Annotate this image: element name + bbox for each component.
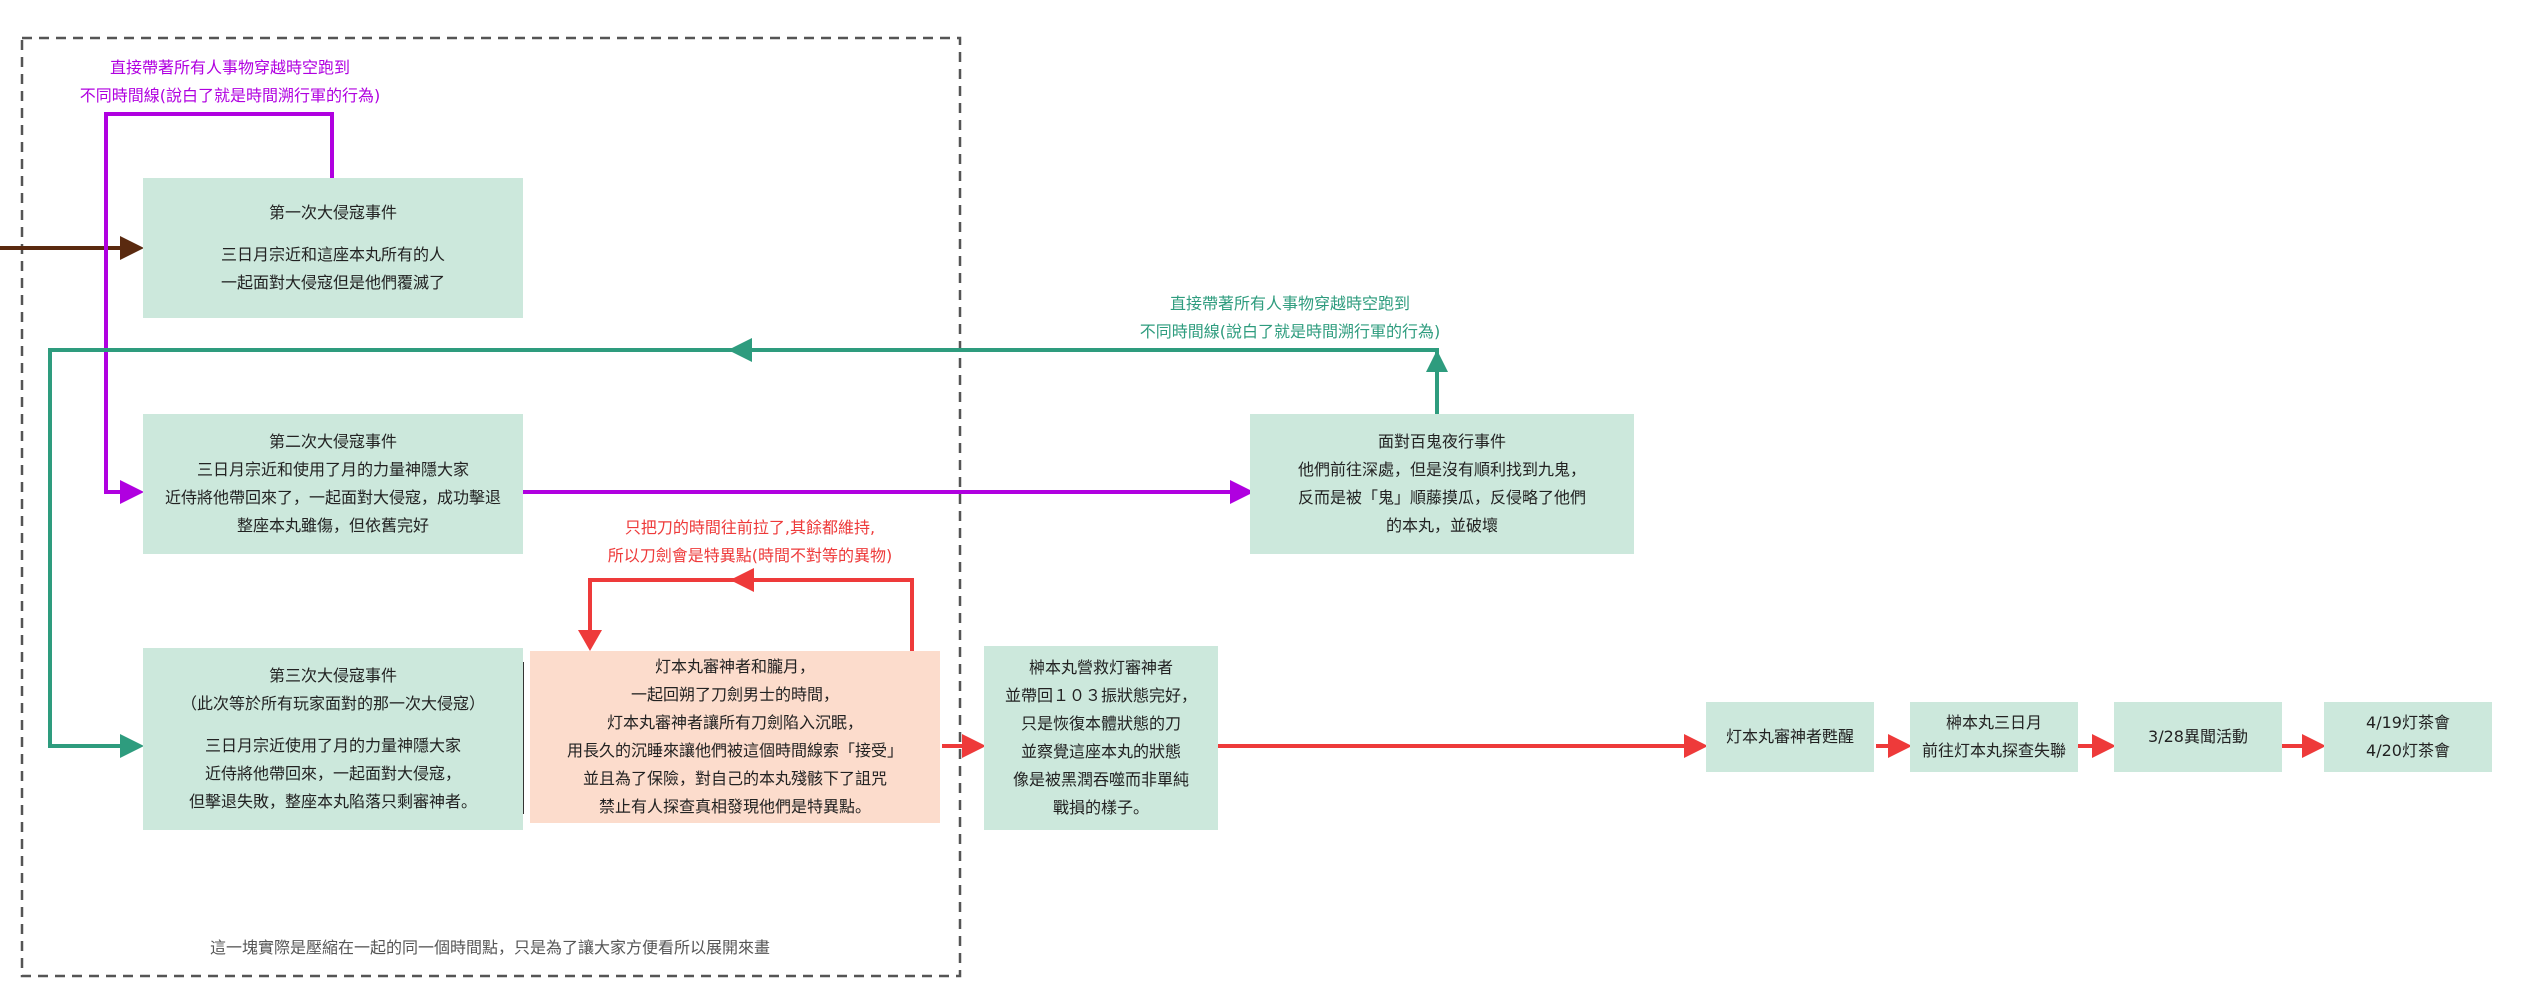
red-loop-arrow xyxy=(578,568,914,651)
second-invasion-title: 第二次大侵寇事件 xyxy=(268,432,397,451)
mikazuki-investigate-body: 榊本丸三日月 前往灯本丸探查失聯 xyxy=(1921,713,2066,760)
third-invasion-box: 第三次大侵寇事件 （此次等於所有玩家面對的那一次大侵寇） 三日月宗近使用了月的力… xyxy=(143,648,523,830)
hyakki-event-box: 面對百鬼夜行事件 他們前往深處，但是沒有順利找到九鬼， 反而是被「鬼」順藤摸瓜，… xyxy=(1250,414,1634,554)
first-invasion-body: 三日月宗近和這座本丸所有的人 一起面對大侵寇但是他們覆滅了 xyxy=(220,245,445,292)
third-invasion-subtitle: （此次等於所有玩家面對的那一次大侵寇） xyxy=(180,694,485,713)
lantern-rewind-body: 灯本丸審神者和朧月， 一起回朔了刀劍男士的時間， 灯本丸審神者讓所有刀劍陷入沉眠… xyxy=(566,657,903,816)
dashed-group-frame xyxy=(20,36,962,978)
purple-loop-arrow xyxy=(104,112,334,504)
third-invasion-title: 第三次大侵寇事件 xyxy=(268,666,397,685)
purple-loop-note: 直接帶著所有人事物穿越時空跑到 不同時間線(說白了就是時間溯行軍的行為) xyxy=(79,58,381,105)
second-invasion-box: 第二次大侵寇事件 三日月宗近和使用了月的力量神隱大家 近侍將他帶回來了，一起面對… xyxy=(143,414,523,554)
first-invasion-title: 第一次大侵寇事件 xyxy=(268,203,397,222)
saniwa-awake-body: 灯本丸審神者甦醒 xyxy=(1725,727,1854,746)
hyakki-event-title: 面對百鬼夜行事件 xyxy=(1377,432,1506,451)
first-invasion-box: 第一次大侵寇事件 三日月宗近和這座本丸所有的人 一起面對大侵寇但是他們覆滅了 xyxy=(143,178,523,318)
saniwa-awake-box: 灯本丸審神者甦醒 xyxy=(1706,702,1874,772)
hyakki-event-body: 他們前往深處，但是沒有順利找到九鬼， 反而是被「鬼」順藤摸瓜，反侵略了他們 的本… xyxy=(1297,460,1586,535)
tea-party-body: 4/19灯茶會 4/20灯茶會 xyxy=(2366,713,2450,760)
red-loop-note: 只把刀的時間往前拉了,其餘都維持, 所以刀劍會是特異點(時間不對等的異物) xyxy=(607,518,893,565)
dashed-group-note: 這一塊實際是壓縮在一起的同一個時間點，只是為了讓大家方便看所以展開來畫 xyxy=(209,938,770,957)
ibun-event-body: 3/28異聞活動 xyxy=(2148,727,2248,746)
ibun-event-box: 3/28異聞活動 xyxy=(2114,702,2282,772)
teal-loop-arrow xyxy=(48,338,1448,758)
mikazuki-investigate-box: 榊本丸三日月 前往灯本丸探查失聯 xyxy=(1910,702,2078,772)
entry-arrow xyxy=(0,236,144,260)
sakaki-rescue-box: 榊本丸營救灯審神者 並帶回１０３振狀態完好， 只是恢復本體狀態的刀 並察覺這座本… xyxy=(984,646,1218,830)
tea-party-box: 4/19灯茶會 4/20灯茶會 xyxy=(2324,702,2492,772)
lantern-rewind-box: 灯本丸審神者和朧月， 一起回朔了刀劍男士的時間， 灯本丸審神者讓所有刀劍陷入沉眠… xyxy=(530,651,940,823)
second-to-hyakki-arrow xyxy=(523,480,1254,504)
second-invasion-body: 三日月宗近和使用了月的力量神隱大家 近侍將他帶回來了，一起面對大侵寇，成功擊退 … xyxy=(164,460,501,535)
sakaki-rescue-body: 榊本丸營救灯審神者 並帶回１０３振狀態完好， 只是恢復本體狀態的刀 並察覺這座本… xyxy=(1004,658,1197,817)
third-invasion-body: 三日月宗近使用了月的力量神隱大家 近侍將他帶回來，一起面對大侵寇， 但擊退失敗，… xyxy=(188,736,477,811)
teal-loop-note: 直接帶著所有人事物穿越時空跑到 不同時間線(說白了就是時間溯行軍的行為) xyxy=(1139,294,1441,341)
red-chain-arrows xyxy=(942,734,2326,758)
